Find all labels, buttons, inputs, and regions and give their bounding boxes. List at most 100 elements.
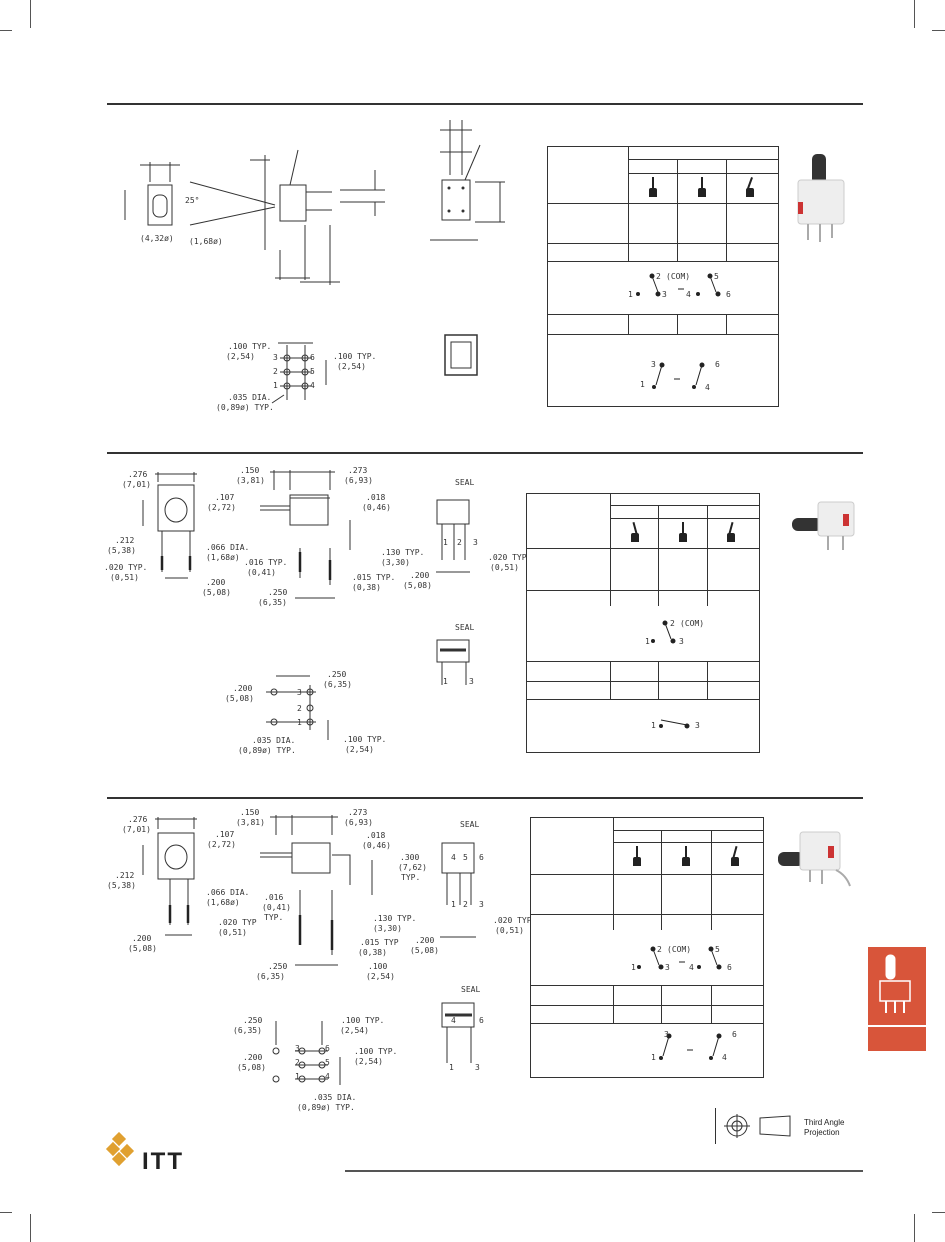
product-photo [778,831,851,887]
pin-number: 4 [325,1072,330,1081]
schematic-diagram [651,620,676,644]
switch-table: 2 (COM) 1 3 1 3 [526,493,760,753]
dim-label: (5,08) [237,1063,266,1072]
pin-number: 6 [325,1044,330,1053]
dim-label: (5,38) [107,546,136,555]
dim-label: .273 [348,466,368,475]
pin-number: 6 [479,853,484,862]
dim-label: .250 [268,962,288,971]
dim-label: (7,01) [122,825,151,834]
pin-number: 3 [273,353,278,362]
schematic-label: 1 [651,1053,656,1062]
pin-number: 3 [475,1063,480,1072]
schematic-label: 2 [657,945,662,954]
dim-label: (0,89ø) TYP. [297,1103,355,1112]
pin-number: 1 [443,538,448,547]
category-tab-base [868,1027,926,1051]
schematic-label: 4 [722,1053,727,1062]
product-photo [797,154,845,242]
dim-label: (6,93) [344,818,373,827]
dim-label: .035 DIA. [252,736,296,745]
crop-mark [914,0,915,28]
schematic-label: (COM) [680,619,705,628]
dim-label: (2,54) [226,352,255,361]
dim-label: (0,46) [362,841,391,850]
dim-label: (0,41) [247,568,276,577]
schematic-label: 2 [670,619,675,628]
toggle-icon [649,177,657,199]
third-angle-icon [724,1114,791,1138]
seal-label: SEAL [455,478,475,487]
schematic-diagram [637,946,722,970]
dim-label: .100 TYP. [333,352,377,361]
dim-label: (0,38) [358,948,387,957]
pin-number: 1 [449,1063,454,1072]
schematic-label: (COM) [666,272,691,281]
crop-mark [914,1214,915,1242]
dim-label: .200 [243,1053,263,1062]
dim-label: .100 TYP. [341,1016,385,1025]
dim-label: .016 TYP. [244,558,288,567]
dim-label: .130 TYP. [373,914,417,923]
pin-number: 1 [297,718,302,727]
footer-rule [345,1170,863,1172]
section2-drawing [142,470,470,740]
dim-label: (3,30) [373,924,402,933]
dim-label: .130 TYP. [381,548,425,557]
schematic-label: 3 [665,963,670,972]
itt-logo-icon [105,1132,135,1167]
dim-label: .150 [240,466,260,475]
dim-label: .200 [206,578,226,587]
dim-label: .107 [215,493,235,502]
dim-label: .200 [410,571,430,580]
pin-number: 1 [443,677,448,686]
dim-label: (0,46) [362,503,391,512]
dim-label: (2,54) [337,362,366,371]
pin-number: 1 [295,1072,300,1081]
dim-label: .212 [115,536,135,545]
dim-label: TYP. [401,873,421,882]
dim-label: .200 [415,936,435,945]
pin-number: 2 [463,900,468,909]
schematic-diagram [636,273,721,297]
dim-label: (6,35) [256,972,285,981]
dim-label: (0,51) [110,573,139,582]
dim-label: 25° [185,196,200,205]
dim-label: .016 [264,893,284,902]
toggle-icon [727,521,735,544]
dim-label: TYP. [264,913,284,922]
dim-label: .015 TYP [360,938,399,947]
dim-label: .276 [128,815,148,824]
schematic-label: (COM) [667,945,692,954]
dim-label: (2,72) [207,840,236,849]
schematic-diagram [659,719,690,729]
dim-label: .018 [366,493,386,502]
crop-mark [0,30,12,31]
dim-label: .020 TYP [218,918,257,927]
pin-number: 1 [273,381,278,390]
schematic-label: 3 [695,721,700,730]
dim-label: .066 DIA. [206,543,250,552]
schematic-label: 6 [732,1030,737,1039]
dim-label: (6,35) [323,680,352,689]
seal-label: SEAL [460,820,480,829]
dim-label: (7,01) [122,480,151,489]
pin-number: 5 [463,853,468,862]
schematic-label: 1 [628,290,633,299]
dim-label: .250 [243,1016,263,1025]
dim-label: .107 [215,830,235,839]
dim-label: (5,08) [202,588,231,597]
dim-label: (2,54) [340,1026,369,1035]
dim-label: .020 TYP. [488,553,532,562]
pin-number: 2 [273,367,278,376]
dim-label: .020 TYP [493,916,532,925]
dim-label: (4,32ø) [140,234,174,243]
dim-label: (1,68ø) [189,237,223,246]
dim-label: .035 DIA. [228,393,272,402]
pin-number: 1 [451,900,456,909]
switch-table: 2 (COM) 5 1 3 4 6 3 6 1 4 [530,817,764,1078]
dim-label: .212 [115,871,135,880]
dim-label: (0,89ø) TYP. [238,746,296,755]
crop-mark [30,0,31,28]
dim-label: (0,38) [352,583,381,592]
